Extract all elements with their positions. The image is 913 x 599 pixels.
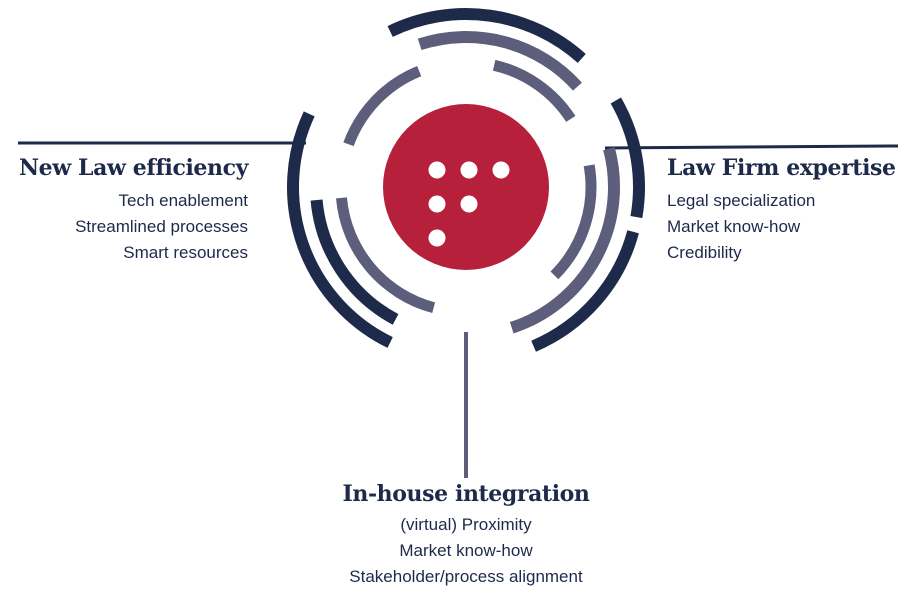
mid-ring-bottom-arc xyxy=(509,147,620,334)
f-dots-logo-icon xyxy=(428,161,510,247)
pillar-title-bottom: In-house integration xyxy=(342,481,590,507)
right-connector-line xyxy=(604,144,899,150)
pillar-item: Streamlined processes xyxy=(75,217,248,236)
pillar-title-left: New Law efficiency xyxy=(18,155,248,181)
new-law-efficiency-block: New Law efficiency Tech enablement Strea… xyxy=(19,155,248,266)
inner-right-arc xyxy=(550,164,597,280)
pillar-item: Smart resources xyxy=(123,243,248,262)
pillar-item: Market know-how xyxy=(399,541,533,560)
in-house-integration-block: In-house integration (virtual) Proximity… xyxy=(342,481,589,590)
outer-top-arc xyxy=(387,8,586,63)
pillar-item: (virtual) Proximity xyxy=(400,515,532,534)
inner-top-right-arc xyxy=(492,59,576,122)
pillar-item: Legal specialization xyxy=(667,191,816,210)
mid-left-arc xyxy=(310,199,399,325)
mid-top-arc xyxy=(417,31,582,91)
pillar-item: Stakeholder/process alignment xyxy=(349,567,583,586)
outer-left-arc xyxy=(287,111,393,348)
outer-right-bottom-arc xyxy=(531,230,639,352)
pillar-item: Credibility xyxy=(667,243,742,262)
law-firm-expertise-block: Law Firm expertise Legal specialization … xyxy=(667,155,896,266)
inner-top-left-arc xyxy=(343,66,422,147)
pillar-item: Tech enablement xyxy=(118,191,248,210)
outer-right-top-arc xyxy=(610,97,645,219)
inner-left-arc xyxy=(335,197,436,314)
arc-rings xyxy=(287,8,645,352)
center-logo-circle xyxy=(383,104,549,270)
pillar-title-right: Law Firm expertise xyxy=(667,155,896,181)
pillar-item: Market know-how xyxy=(667,217,801,236)
